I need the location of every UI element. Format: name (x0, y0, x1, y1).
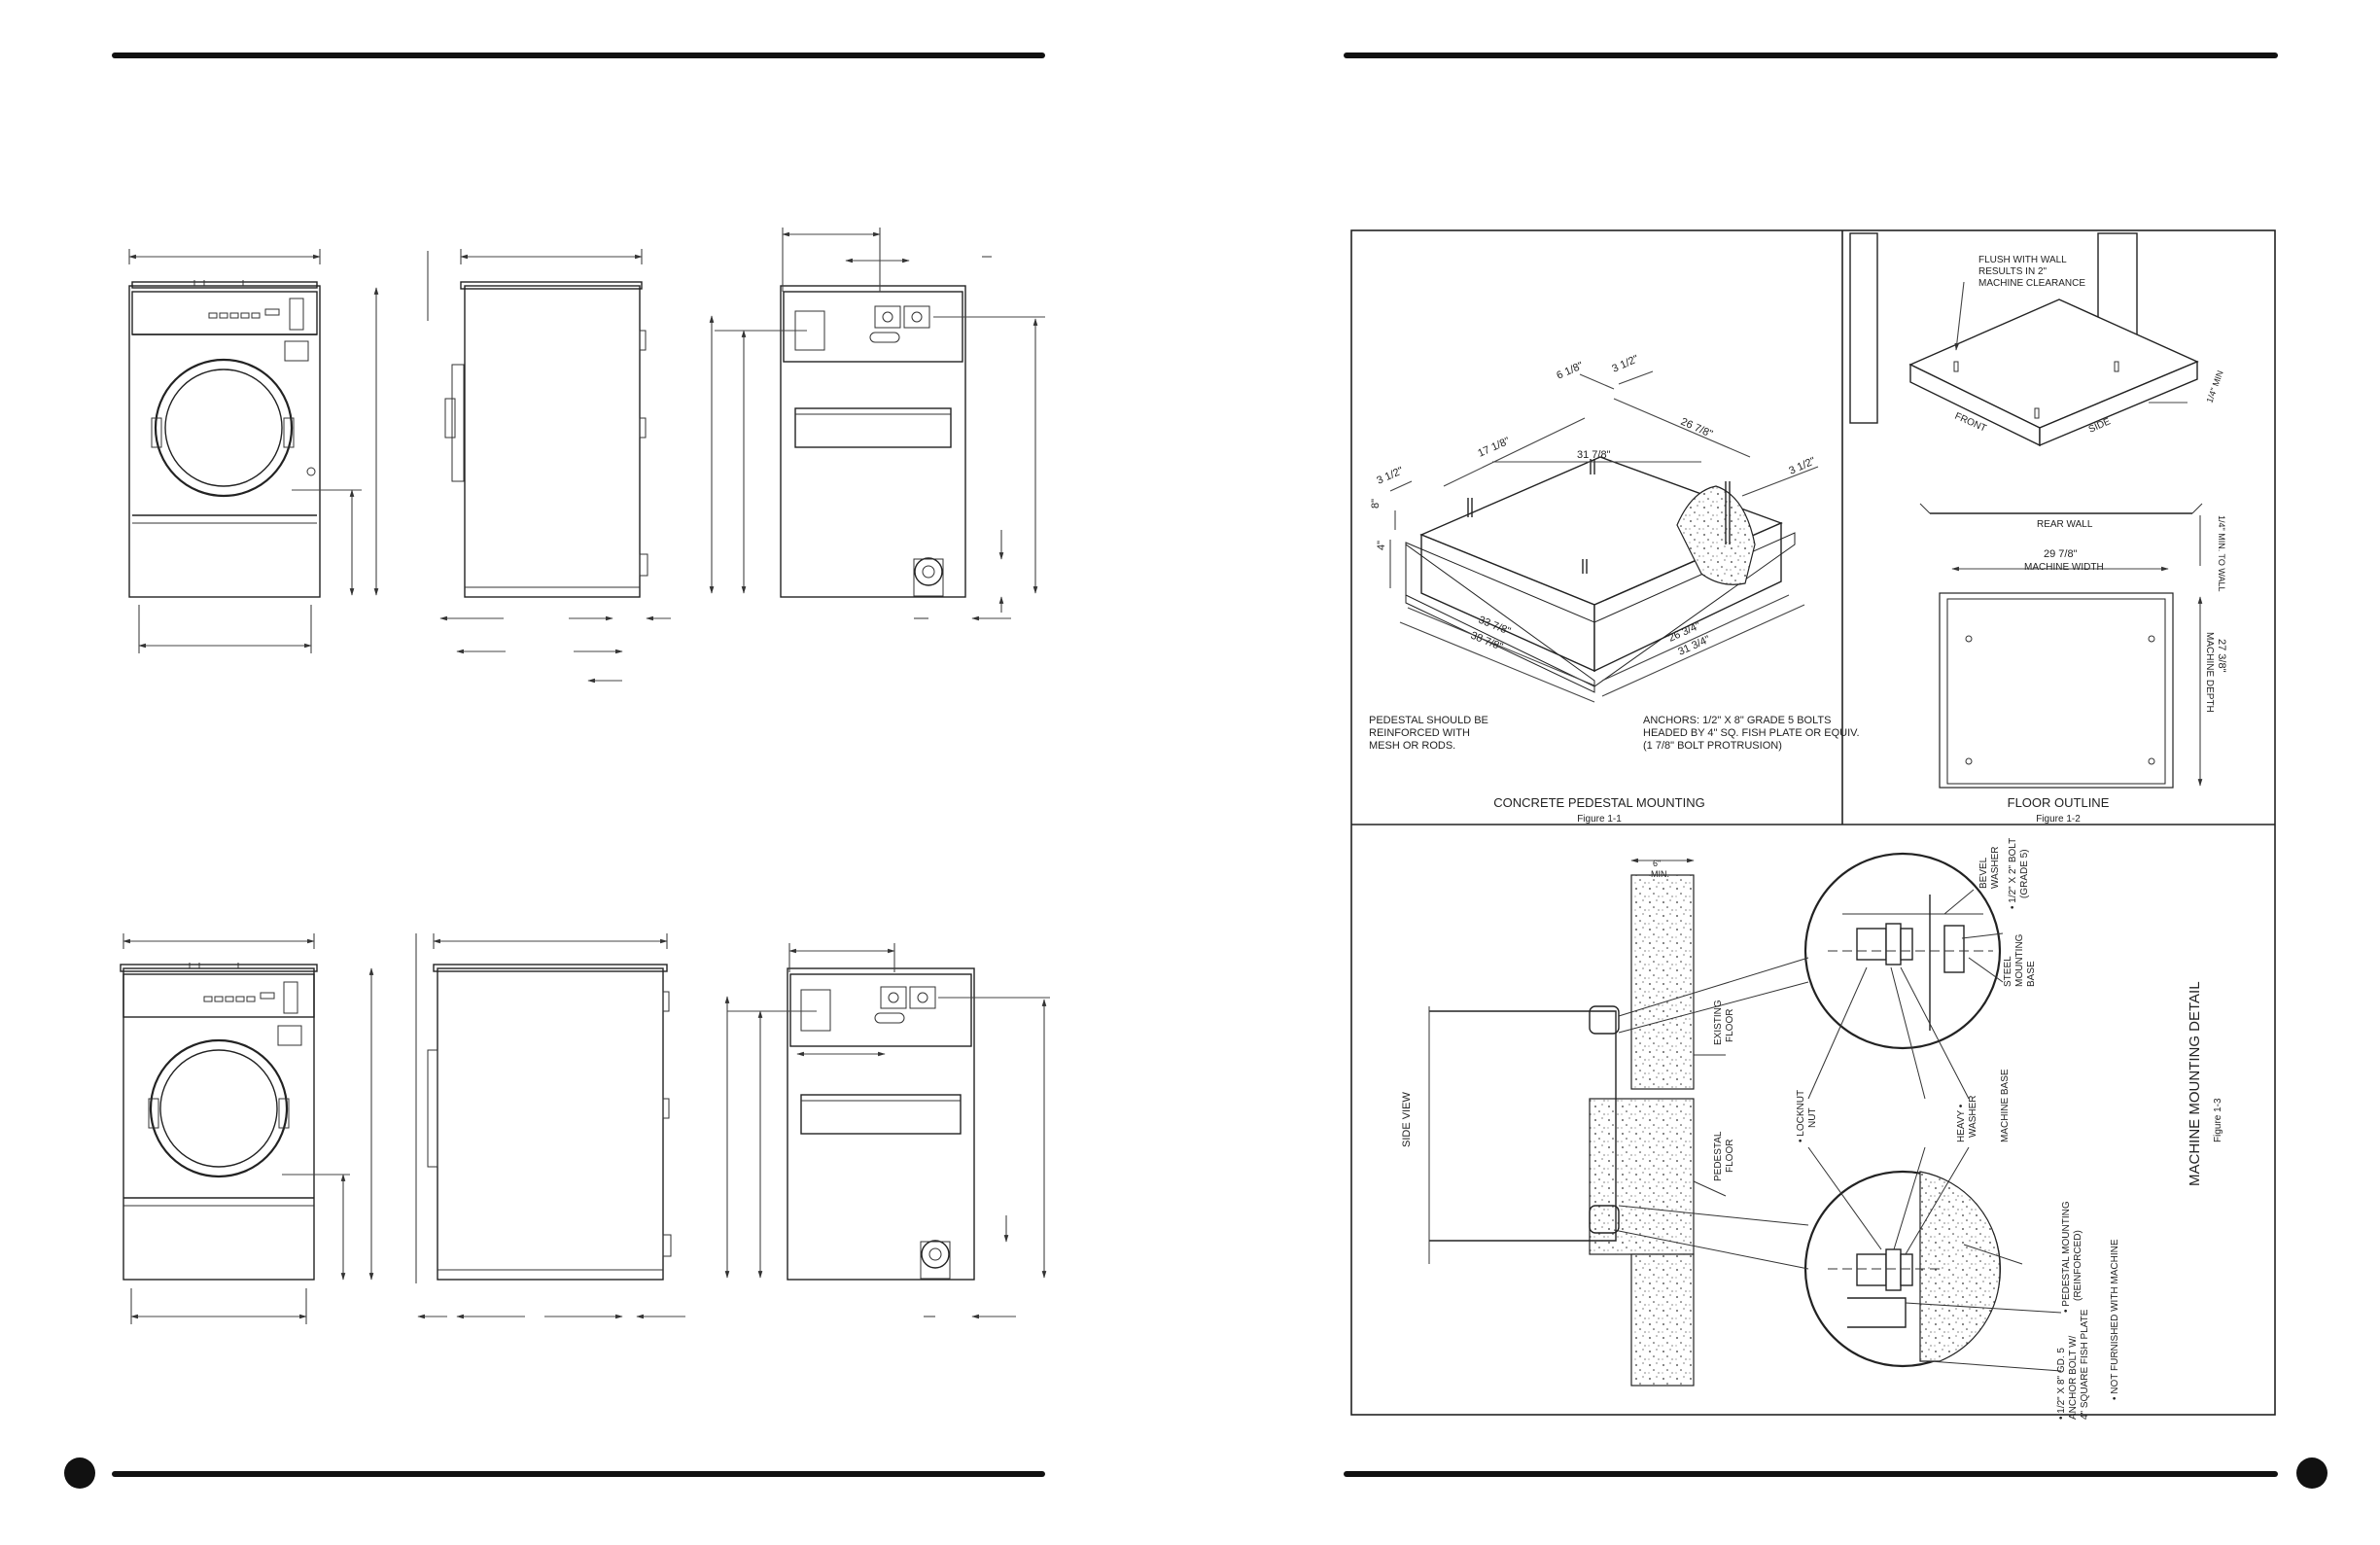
not-furnished-label: • NOT FURNISHED WITH MACHINE (2110, 1239, 2120, 1400)
figure-1-3-title: MACHINE MOUNTING DETAIL (2187, 981, 2203, 1186)
heavy-washer-line-2: WASHER (1968, 1095, 1978, 1138)
min-6-label: MIN. (1651, 869, 1669, 879)
pedestal-floor-line-2: FLOOR (1725, 1140, 1735, 1173)
flush-note-line-1: FLUSH WITH WALL (1978, 255, 2067, 265)
dim-3-1-2-left: 3 1/2" (1375, 465, 1405, 487)
dim-4: 4" (1376, 541, 1387, 550)
dim-26-7-8: 26 7/8" (1679, 416, 1714, 440)
figure-1-2-title: FLOOR OUTLINE (2008, 795, 2110, 810)
existing-floor-line-1: EXISTING (1713, 1000, 1724, 1045)
dim-8: 8" (1370, 499, 1382, 509)
steel-base-line-1: STEEL (2003, 956, 2013, 987)
anchor-note-line-3: (1 7/8" BOLT PROTRUSION) (1643, 740, 1782, 752)
anchor-note: ANCHORS: 1/2" X 8" GRADE 5 BOLTS HEADED … (1643, 715, 1860, 752)
rear-wall-label: REAR WALL (2037, 519, 2093, 530)
dim-31-7-8: 31 7/8" (1577, 449, 1611, 461)
pedestal-mount-line-2: (REINFORCED) (2073, 1230, 2083, 1301)
upper-rear-view (709, 228, 1045, 621)
min-6-value: 6" (1653, 859, 1661, 868)
figure-1-1-title: CONCRETE PEDESTAL MOUNTING (1493, 795, 1704, 810)
heavy-washer-line-1: HEAVY • (1956, 1104, 1967, 1142)
upper-side-view (427, 249, 671, 684)
pedestal-note-line-2: REINFORCED WITH (1369, 727, 1470, 739)
bevel-washer-line-1: BEVEL (1978, 857, 1989, 889)
page-bullet-right (2296, 1457, 2328, 1489)
anchor-note-line-1: ANCHORS: 1/2" X 8" GRADE 5 BOLTS (1643, 715, 1831, 726)
steel-base-line-3: BASE (2026, 961, 2037, 987)
figure-1-3-caption: Figure 1-3 (2213, 1098, 2223, 1142)
bolt-line-1: • 1/2" X 2" BOLT (2008, 838, 2018, 909)
page-rules (64, 53, 2328, 1489)
locknut-line-2: NUT (1807, 1107, 1818, 1128)
figure-frame (1350, 229, 2276, 1416)
width-value: 29 7/8" (2044, 548, 2078, 560)
depth-value: 27 3/8" (2216, 639, 2227, 673)
bolt-line-2: (GRADE 5) (2019, 849, 2030, 898)
anchor-bolt-line-1: • 1/2" X 8" GD. 5 (2056, 1348, 2067, 1420)
lower-rear-view (724, 943, 1050, 1319)
pedestal-floor-line-1: PEDESTAL (1713, 1131, 1724, 1181)
side-view-label: SIDE VIEW (1401, 1092, 1413, 1147)
pedestal-mount-line-1: • PEDESTAL MOUNTING (2061, 1201, 2072, 1313)
width-label: MACHINE WIDTH (2024, 562, 2104, 573)
anchor-bolt-line-2: ANCHOR BOLT W/ (2068, 1335, 2079, 1420)
dim-3-1-2-right: 3 1/2" (1787, 455, 1817, 477)
anchor-bolt-line-3: 4" SQUARE FISH PLATE (2080, 1309, 2090, 1420)
bevel-washer-line-2: WASHER (1990, 846, 2001, 889)
min-gap-label: 1/4" MIN (2204, 369, 2224, 404)
flush-note-line-3: MACHINE CLEARANCE (1978, 278, 2085, 289)
anchor-note-line-2: HEADED BY 4" SQ. FISH PLATE OR EQUIV. (1643, 727, 1860, 739)
dim-3-1-2-top: 3 1/2" (1610, 353, 1640, 375)
figure-1-1: 17 1/8" 6 1/8" 3 1/2" 26 7/8" 31 7/8" 3 … (1369, 353, 1860, 825)
steel-base-line-2: MOUNTING (2014, 933, 2025, 987)
dim-6-1-8: 6 1/8" (1555, 360, 1585, 382)
pedestal-note-line-1: PEDESTAL SHOULD BE (1369, 715, 1488, 726)
existing-floor-line-2: FLOOR (1725, 1009, 1735, 1042)
figure-1-3: 6" MIN. SIDE VIEW (1401, 838, 2223, 1420)
machine-base-label: MACHINE BASE (2000, 1069, 2011, 1142)
flush-note-line-2: RESULTS IN 2" (1978, 266, 2047, 277)
rear-clearance-label: 1/4" MIN. TO WALL (2217, 515, 2226, 592)
locknut-line-1: • LOCKNUT (1796, 1090, 1806, 1142)
upper-front-view (128, 249, 379, 653)
figure-1-1-caption: Figure 1-1 (1577, 814, 1622, 825)
lower-front-view (120, 933, 374, 1324)
lower-side-view (415, 933, 685, 1319)
figure-1-2: FLUSH WITH WALL RESULTS IN 2" MACHINE CL… (1849, 232, 2227, 825)
pedestal-note: PEDESTAL SHOULD BE REINFORCED WITH MESH … (1369, 715, 1488, 752)
depth-label: MACHINE DEPTH (2204, 632, 2215, 713)
page-bullet-left (64, 1457, 95, 1489)
pedestal-note-line-3: MESH OR RODS. (1369, 740, 1455, 752)
figure-1-2-caption: Figure 1-2 (2036, 814, 2081, 825)
